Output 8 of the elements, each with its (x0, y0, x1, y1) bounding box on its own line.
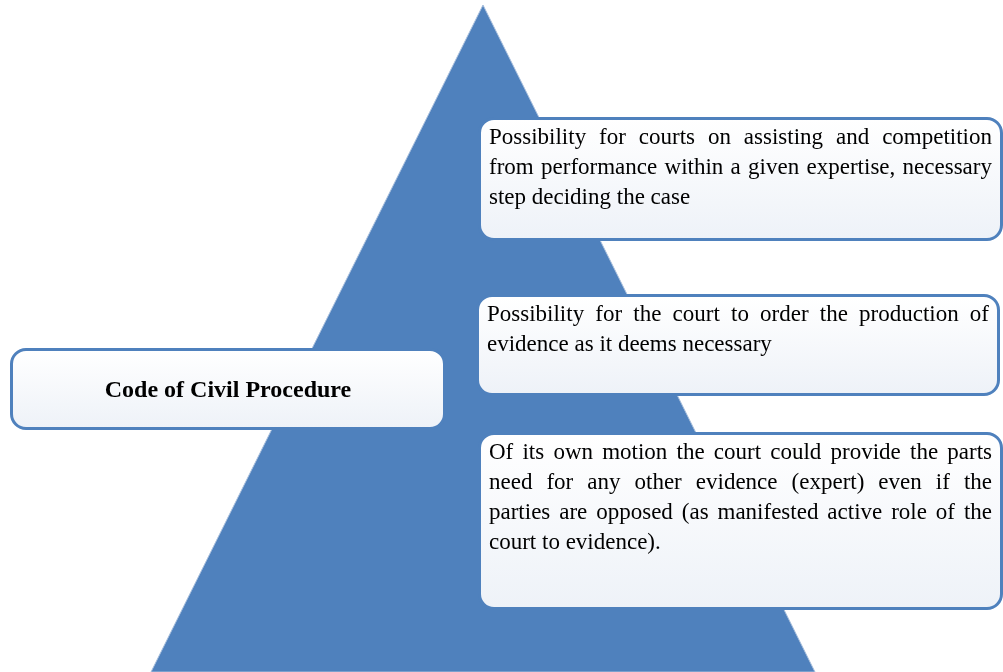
box-text: Possibility for courts on assisting and competition from performance within a given expertise, necessary step deciding the case (489, 123, 992, 211)
text-box (478, 117, 1003, 241)
text-box (10, 348, 446, 430)
text-box (476, 294, 1000, 396)
box-text: Of its own motion the court could provide the parts need for any other evidence (expert) even if the parties are opposed (as manifested active role of the court to evidence). (489, 438, 992, 556)
box-title: Code of Civil Procedure (103, 375, 353, 403)
text-box (478, 432, 1003, 610)
box-text: Possibility for the court to order the production of evidence as it deems necessary (487, 300, 989, 358)
